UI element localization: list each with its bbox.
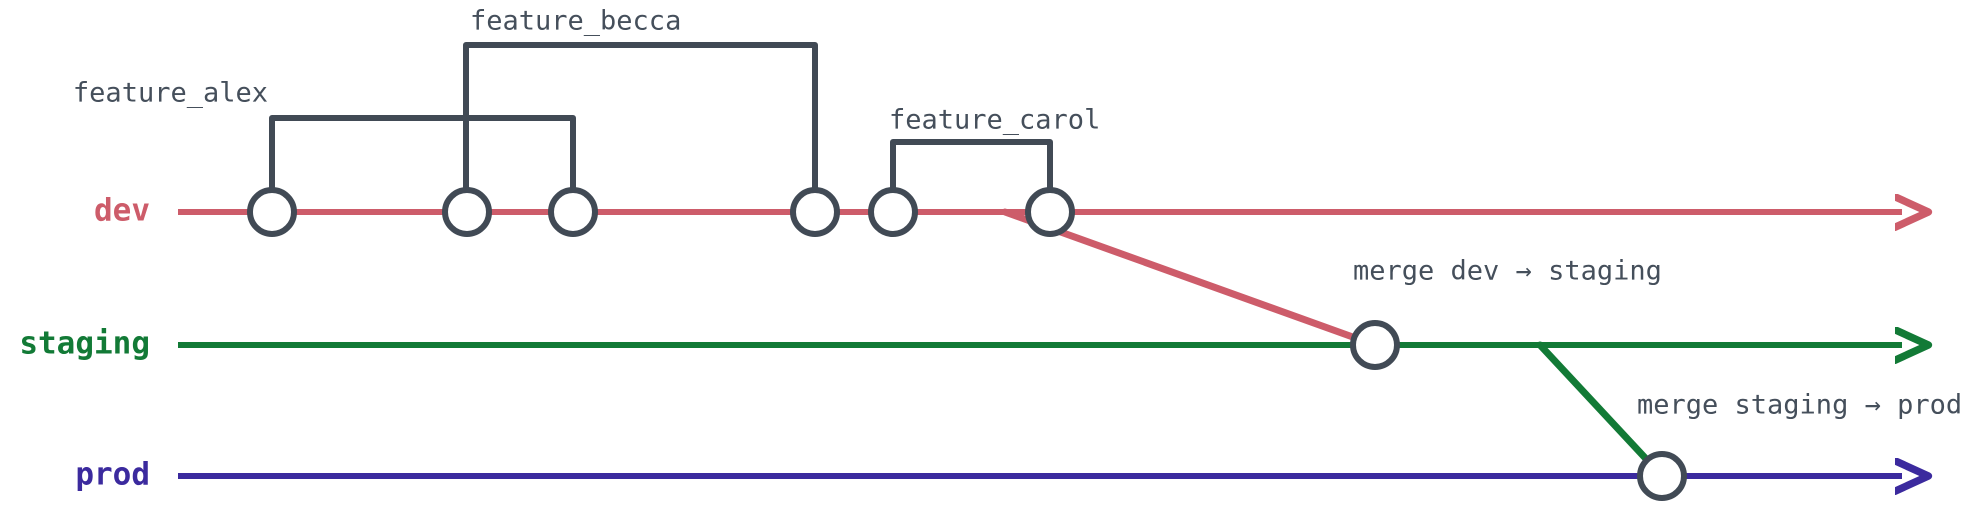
commit-node-dev-commit-4[interactable]	[790, 187, 840, 237]
lane-label-dev[interactable]: dev	[94, 193, 150, 229]
commit-node-dev-commit-5[interactable]	[868, 187, 918, 237]
commit-node-prod-merge-commit[interactable]	[1637, 451, 1687, 501]
commit-nodes-layer	[247, 187, 1687, 501]
lane-lines-layer	[178, 212, 1902, 476]
commit-node-dev-commit-6[interactable]	[1025, 187, 1075, 237]
merge-lines-layer	[1001, 208, 1666, 480]
lane-label-prod[interactable]: prod	[75, 457, 150, 493]
lane-label-staging[interactable]: staging	[19, 326, 150, 362]
feature-branch-label-feature_becca[interactable]: feature_becca	[470, 6, 681, 37]
commit-node-dev-commit-2[interactable]	[442, 187, 492, 237]
merge-dev-to-staging-line	[1001, 208, 1379, 349]
commit-node-dev-commit-3[interactable]	[548, 187, 598, 237]
commit-node-staging-merge-commit[interactable]	[1350, 320, 1400, 370]
feature-branch-label-feature_carol[interactable]: feature_carol	[889, 105, 1100, 136]
merge-staging-to-prod-line	[1536, 341, 1666, 480]
feature-bracket-feature_carol	[890, 139, 1053, 193]
feature-bracket-feature_alex	[269, 115, 576, 193]
feature-branch-label-feature_alex[interactable]: feature_alex	[73, 78, 268, 109]
merge-dev-to-staging-label[interactable]: merge dev → staging	[1353, 256, 1662, 287]
feature-brackets-layer	[269, 42, 1053, 193]
merge-staging-to-prod-label[interactable]: merge staging → prod	[1637, 390, 1962, 421]
commit-node-dev-commit-1[interactable]	[247, 187, 297, 237]
labels-layer: dev staging prod feature_alex feature_beccaf…	[19, 6, 1962, 493]
feature-bracket-feature_becca	[463, 42, 818, 193]
